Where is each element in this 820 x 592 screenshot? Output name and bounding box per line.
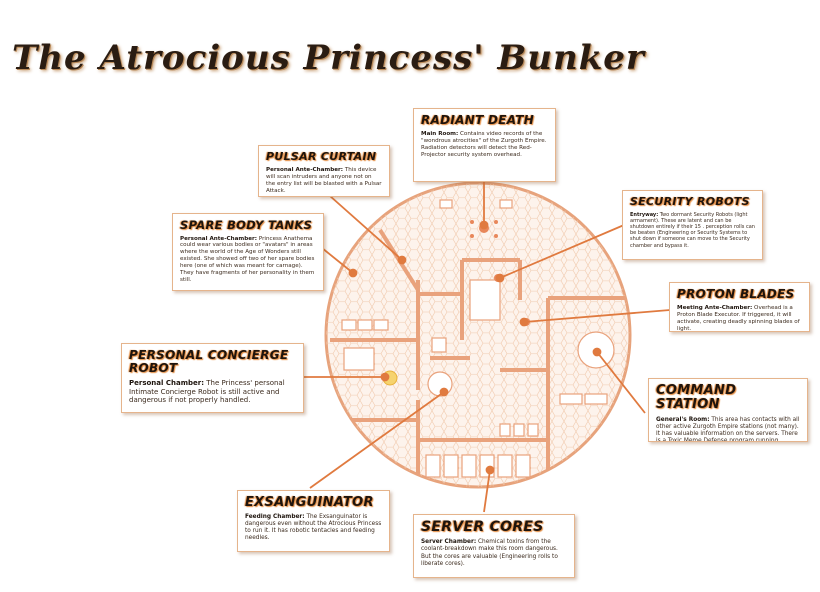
room-label: Feeding Chamber:	[245, 514, 305, 521]
room-name: PROTON BLADES	[677, 287, 795, 301]
room-label: Server Chamber:	[421, 539, 477, 546]
room-card-spare-body-tanks: SPARE BODY TANKS Personal Ante-Chamber: …	[172, 213, 324, 291]
map-title: The Atrocious Princess' Bunker	[12, 38, 645, 78]
room-name: SPARE BODY TANKS	[180, 218, 313, 232]
room-name: PULSAR CURTAIN	[266, 150, 377, 163]
room-label: Personal Ante-Chamber:	[266, 167, 344, 174]
room-label: Personal Ante-Chamber:	[180, 235, 258, 242]
room-desc: The Princess' personal Intimate Concierg…	[129, 379, 285, 405]
room-name: RADIANT DEATH	[421, 113, 535, 127]
room-name: SECURITY ROBOTS	[630, 195, 750, 208]
room-desc: This area has contacts with all other ac…	[656, 416, 800, 442]
interior-walls	[330, 228, 630, 480]
room-card-radiant-death: RADIANT DEATH Main Room: Contains video …	[413, 108, 556, 182]
room-label: Meeting Ante-Chamber:	[677, 305, 753, 312]
room-desc: Princess Anathema could wear various bod…	[180, 235, 315, 283]
room-card-proton-blades: PROTON BLADES Meeting Ante-Chamber: Over…	[669, 282, 810, 332]
room-label: Personal Chamber:	[129, 379, 204, 388]
room-name: EXSANGUINATOR	[245, 495, 374, 510]
room-desc: Overhead is a Proton Blade Executor. If …	[677, 305, 800, 332]
room-name: PERSONAL CONCIERGE ROBOT	[129, 348, 289, 376]
room-label: General's Room:	[656, 416, 710, 423]
room-card-pulsar-curtain: PULSAR CURTAIN Personal Ante-Chamber: Th…	[258, 145, 390, 197]
room-card-exsanguinator: EXSANGUINATOR Feeding Chamber: The Exsan…	[237, 490, 390, 552]
room-desc: Contains video records of the "wondrous …	[421, 131, 547, 158]
room-desc: Chemical toxins from the coolant-breakdo…	[421, 539, 558, 567]
room-name: COMMAND STATION	[656, 383, 737, 413]
room-label: Main Room:	[421, 131, 459, 138]
callout-lines	[304, 150, 671, 513]
room-label: Entryway:	[630, 212, 659, 219]
room-card-security-robots: SECURITY ROBOTS Entryway: Two dormant Se…	[622, 190, 763, 260]
room-name: SERVER CORES	[421, 519, 544, 535]
room-card-server-cores: SERVER CORES Server Chamber: Chemical to…	[413, 514, 575, 578]
room-desc: This device will scan intruders and anyo…	[266, 167, 382, 194]
room-desc: Two dormant Security Robots (light armam…	[630, 212, 755, 249]
room-desc: The Exsanguinator is dangerous even with…	[245, 514, 382, 542]
room-card-personal-concierge-robot: PERSONAL CONCIERGE ROBOT Personal Chambe…	[121, 343, 304, 413]
room-card-command-station: COMMAND STATION General's Room: This are…	[648, 378, 808, 442]
floor-tiles	[326, 183, 630, 487]
